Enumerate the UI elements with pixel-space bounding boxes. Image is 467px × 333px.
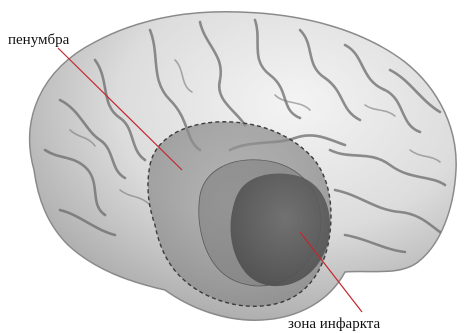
penumbra-label: пенумбра bbox=[8, 32, 70, 48]
infarct-zone-label: зона инфаркта bbox=[288, 316, 381, 332]
